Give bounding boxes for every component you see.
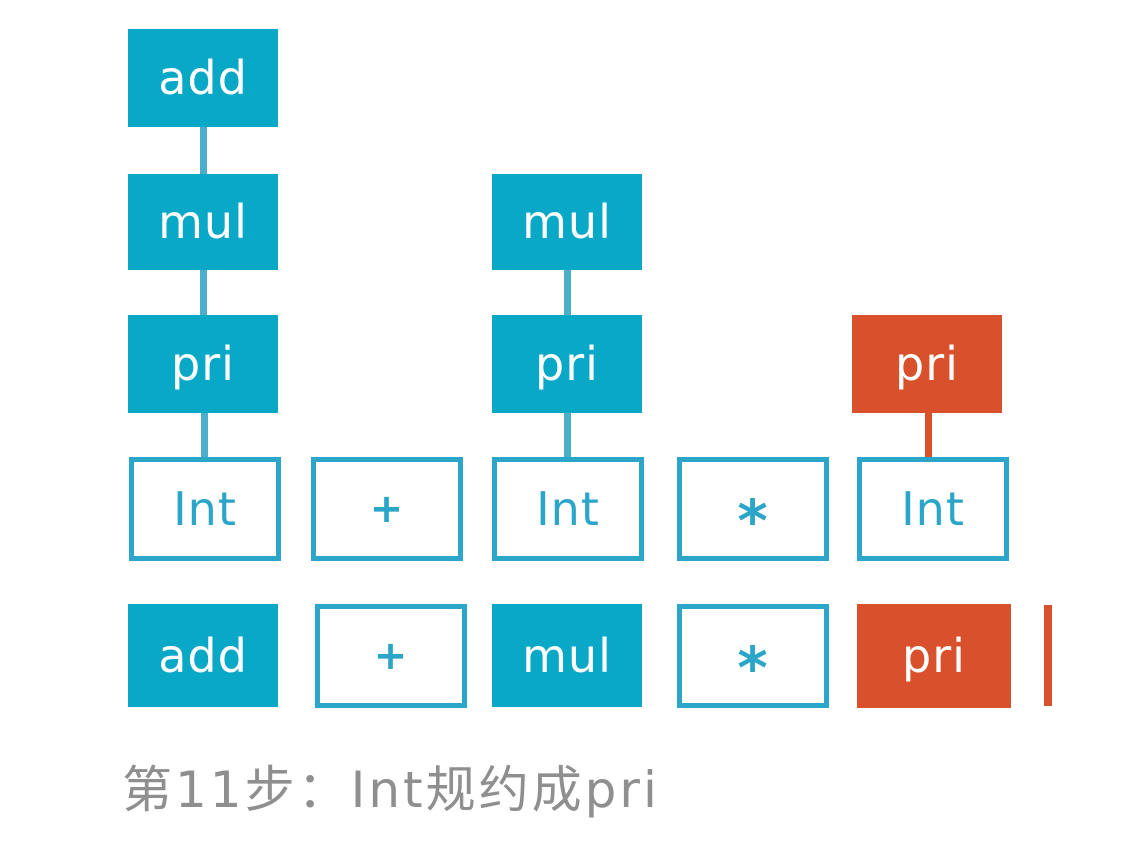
edge-pri-to-int-mid bbox=[564, 413, 571, 457]
step-caption: 第11步：Int规约成pri bbox=[122, 761, 660, 819]
stack-item-plus: + bbox=[315, 604, 467, 708]
tree-node-add-root: add bbox=[128, 29, 278, 127]
tree-node-int-left: Int bbox=[129, 457, 281, 561]
tree-node-mul-left: mul bbox=[128, 174, 278, 270]
tree-node-pri-mid: pri bbox=[492, 315, 642, 413]
tree-node-star-terminal: * bbox=[677, 457, 829, 561]
edge-pri-to-int-left bbox=[201, 413, 208, 457]
tree-node-plus-terminal: + bbox=[311, 457, 463, 561]
edge-mul-to-pri-mid bbox=[564, 270, 571, 315]
stack-item-add: add bbox=[128, 604, 278, 707]
stack-item-pri: pri bbox=[857, 604, 1011, 708]
tree-node-int-mid: Int bbox=[492, 457, 644, 561]
tree-node-mul-mid: mul bbox=[492, 174, 642, 270]
stack-item-star: * bbox=[677, 604, 829, 708]
edge-pri-to-int-right bbox=[925, 413, 932, 457]
edge-mul-to-pri-left bbox=[200, 270, 207, 315]
tree-node-pri-left: pri bbox=[128, 315, 278, 413]
star-glyph: * bbox=[737, 487, 769, 555]
stack-item-mul: mul bbox=[492, 604, 642, 707]
tree-node-pri-right: pri bbox=[852, 315, 1002, 413]
stack-cursor-bar bbox=[1044, 605, 1052, 706]
tree-node-int-right: Int bbox=[857, 457, 1009, 561]
edge-add-to-mul bbox=[200, 127, 207, 174]
star-glyph: * bbox=[737, 634, 769, 702]
